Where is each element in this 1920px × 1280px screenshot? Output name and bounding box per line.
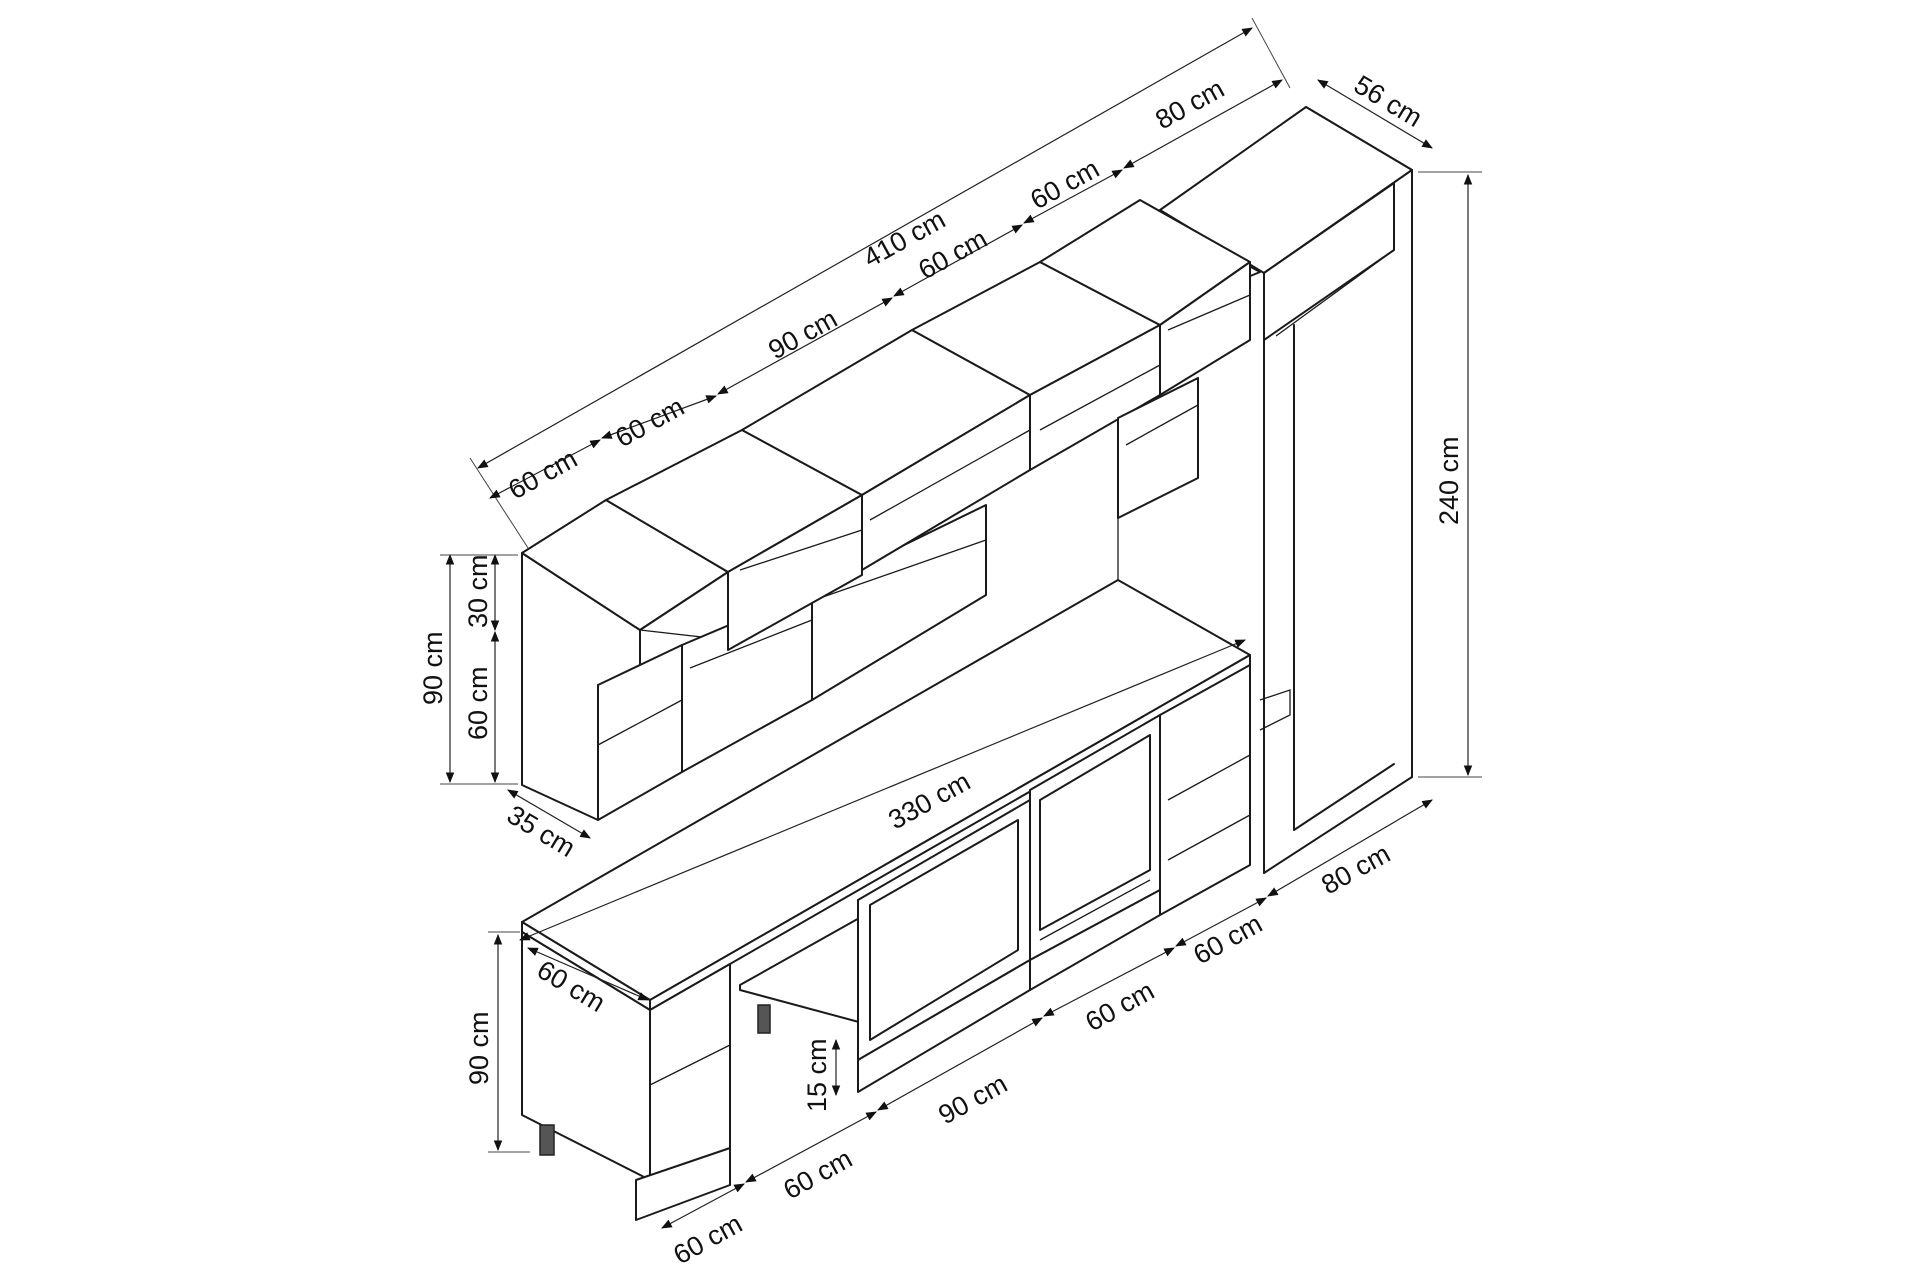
label-base-seg-4: 60 cm xyxy=(1080,975,1159,1037)
label-upper-seg-1: 60 cm xyxy=(503,443,582,505)
dim-line-base-seg-4 xyxy=(1043,947,1175,1017)
upper-box-2-shelf xyxy=(739,529,863,571)
dim-line-upper-seg-3 xyxy=(717,297,893,395)
tall-cabinet-shelf xyxy=(1275,249,1395,337)
dim-line-counter-depth xyxy=(527,947,649,1001)
dim-line-upper-seg-4 xyxy=(893,224,1023,297)
dim-ext xyxy=(1251,17,1291,89)
dim-line-base-seg-6 xyxy=(1267,799,1433,897)
dim-line-base-seg-2 xyxy=(745,1111,877,1183)
dim-line-base-seg-5 xyxy=(1175,897,1267,947)
label-upper-total-height: 90 cm xyxy=(418,631,448,705)
label-base-seg-2: 60 cm xyxy=(778,1143,857,1205)
tall-cabinet-plinth xyxy=(1259,689,1291,731)
dim-line-counter-length xyxy=(519,639,1246,941)
dim-line-upper-seg-2 xyxy=(600,395,718,439)
label-tall-height: 240 cm xyxy=(1434,436,1464,525)
label-upper-top-height: 30 cm xyxy=(463,554,493,628)
dim-ext xyxy=(469,457,529,549)
upper-lower-unit-3-shelf xyxy=(819,539,987,599)
label-base-seg-3: 90 cm xyxy=(933,1068,1012,1130)
label-upper-bottom-height: 60 cm xyxy=(463,666,493,740)
dim-line-tall-width xyxy=(1123,79,1283,169)
label-upper-seg-5: 60 cm xyxy=(1025,153,1104,215)
label-base-seg-5: 60 cm xyxy=(1188,908,1267,970)
dim-line-total-width xyxy=(477,27,1253,469)
label-upper-seg-3: 90 cm xyxy=(763,303,842,365)
dim-line-base-seg-3 xyxy=(877,1017,1043,1111)
dim-line-base-seg-1 xyxy=(661,1183,745,1229)
label-tall-depth: 56 cm xyxy=(1349,69,1427,133)
dim-line-upper-seg-5 xyxy=(1023,169,1123,224)
dimension-lines xyxy=(440,17,1482,1229)
dim-line-upper-seg-1 xyxy=(489,439,601,499)
upper-box-2-front xyxy=(727,494,863,651)
dim-line-tall-depth xyxy=(1317,79,1433,149)
base-left-shelf xyxy=(649,1044,731,1086)
label-base-height: 90 cm xyxy=(464,1011,494,1085)
label-tall-width: 80 cm xyxy=(1150,73,1229,135)
label-plinth-height: 15 cm xyxy=(802,1038,832,1112)
leg-2 xyxy=(757,1004,771,1034)
label-upper-seg-2: 60 cm xyxy=(610,391,689,453)
leg-1 xyxy=(539,1124,555,1156)
label-base-seg-6: 80 cm xyxy=(1316,838,1395,900)
